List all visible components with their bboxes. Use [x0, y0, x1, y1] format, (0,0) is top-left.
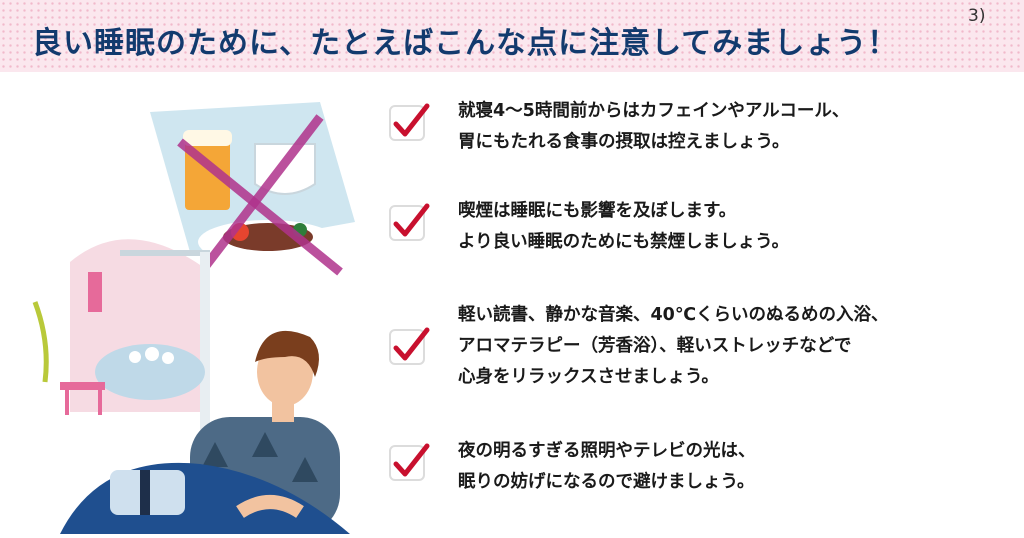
tip-line: より良い睡眠のためにも禁煙しましょう。 — [458, 232, 790, 252]
tip-text: 軽い読書、静かな音楽、40℃くらいのぬるめの入浴、 アロマテラピー（芳香浴）、軽… — [458, 300, 1018, 393]
tip-text: 夜の明るすぎる照明やテレビの光は、 眠りの妨げになるので避けましょう。 — [458, 436, 1018, 498]
page-title: 良い睡眠のために、たとえばこんな点に注意してみましょう！ — [32, 26, 899, 61]
tip-line: 心身をリラックスさせましょう。 — [458, 367, 719, 387]
tip-line: 夜の明るすぎる照明やテレビの光は、 — [458, 441, 756, 461]
checkbox-checked-icon — [389, 443, 430, 481]
tip-line: 軽い読書、静かな音楽、40℃くらいのぬるめの入浴、 — [458, 305, 889, 325]
checkbox-checked-icon — [389, 327, 430, 365]
bath-icon — [32, 239, 210, 432]
header-banner: 良い睡眠のために、たとえばこんな点に注意してみましょう！ 3) — [0, 0, 1024, 72]
tip-text: 喫煙は睡眠にも影響を及ぼします。 より良い睡眠のためにも禁煙しましょう。 — [458, 196, 1018, 258]
checkbox-checked-icon — [389, 203, 430, 241]
reference-mark: 3) — [968, 6, 986, 26]
checkbox-checked-icon — [389, 103, 430, 141]
tip-line: 喫煙は睡眠にも影響を及ぼします。 — [458, 201, 737, 221]
tip-line: 胃にもたれる食事の摂取は控えましょう。 — [458, 132, 790, 152]
tip-text: 就寝4〜5時間前からはカフェインやアルコール、 胃にもたれる食事の摂取は控えまし… — [458, 96, 1018, 158]
tip-line: 眠りの妨げになるので避けましょう。 — [458, 472, 755, 492]
sleeping-person-icon — [60, 330, 350, 534]
tip-line: アロマテラピー（芳香浴）、軽いストレッチなどで — [458, 336, 852, 356]
tip-line: 就寝4〜5時間前からはカフェインやアルコール、 — [458, 101, 850, 121]
no-caffeine-alcohol-icon — [150, 102, 355, 276]
sleep-illustration — [0, 72, 400, 534]
